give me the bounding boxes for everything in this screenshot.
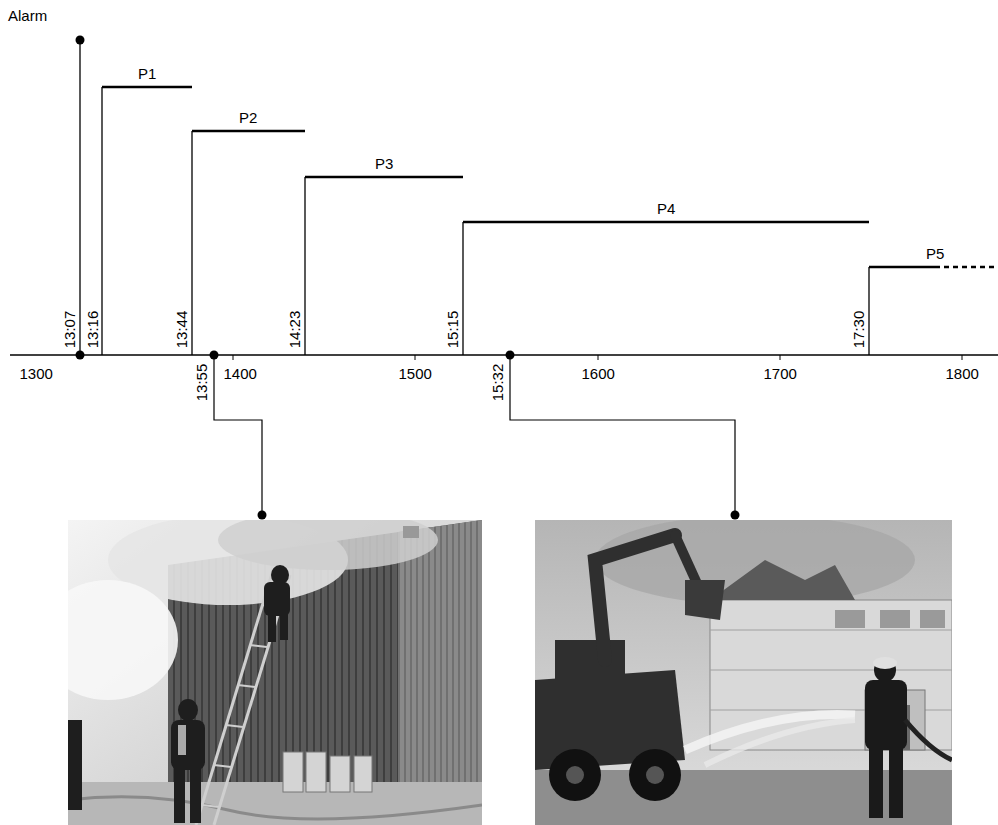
alarm-dot [76,36,85,45]
axis-tick-label: 1400 [224,366,257,381]
time-label: 13:16 [85,310,100,348]
time-label: 13:07 [62,310,77,348]
time-label: 17:30 [851,310,866,348]
photo-excavator [535,515,952,825]
time-label: 15:15 [445,310,460,348]
axis-tick-label: 1800 [946,366,979,381]
axis-tick-label: 1500 [399,366,432,381]
time-axis [10,354,998,355]
event-time-label: 13:55 [194,363,209,401]
event-time-label: 15:32 [490,363,505,401]
axis-ticks [233,355,962,360]
phase-label: P3 [375,156,393,171]
phase-label: P5 [926,246,944,261]
phase-label: P4 [657,201,675,216]
time-label: 13:44 [174,310,189,348]
time-label: 14:23 [287,310,302,348]
callout-leaders [214,355,735,515]
axis-tick-label: 1600 [582,366,615,381]
phase-label: P2 [239,110,257,125]
photo-ladder [38,510,482,825]
callout-dots [210,351,740,520]
alarm-label: Alarm [8,8,47,23]
phase-label: P1 [138,66,156,81]
alarm-line [79,40,80,355]
phase-lines [102,87,996,355]
alarm-dot [76,351,85,360]
axis-tick-label: 1300 [20,366,53,381]
axis-tick-label: 1700 [764,366,797,381]
